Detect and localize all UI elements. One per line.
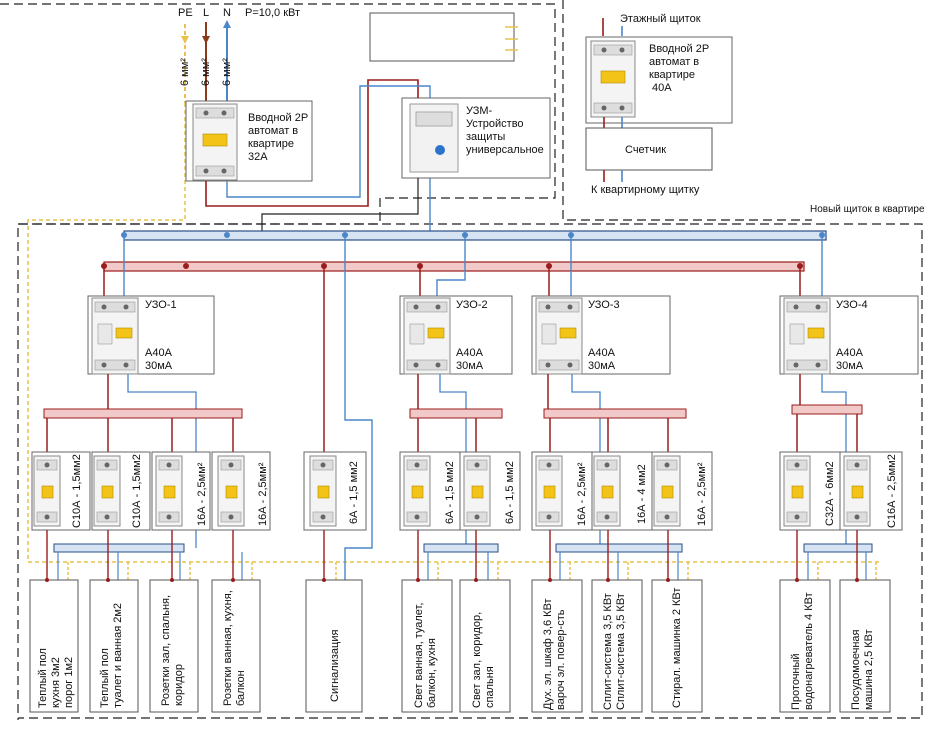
breaker-8-label: 16А - 2,5мм²: [576, 462, 588, 526]
main-breaker-line1: Вводной 2Р: [248, 112, 308, 124]
meter-label: Счетчик: [625, 144, 666, 156]
floor-breaker-line1: Вводной 2Р: [649, 43, 709, 55]
breaker-3-label: 16А - 2,5мм²: [196, 462, 208, 526]
breaker-2-label: С10А - 1,5мм2: [131, 454, 143, 528]
empty-box: [369, 12, 515, 62]
breaker-10-label: 16А - 2,5мм²: [696, 462, 708, 526]
breaker-7-label: 6А - 1,5 мм2: [504, 461, 516, 524]
pe-label: PE: [178, 7, 193, 19]
rcd-4-name: УЗО-4: [836, 299, 868, 311]
load-box-5: [305, 579, 363, 713]
phase-subbus-3: [543, 408, 687, 419]
load-7-line2: спальня: [484, 666, 496, 708]
load-10-line1: Стирал. машинка 2 КВт: [671, 588, 683, 708]
phase-subbus-4: [791, 404, 863, 415]
load-11-line2: водонагреватель 4 КВт: [803, 592, 815, 710]
load-box-3: [149, 579, 199, 713]
load-box-12: [839, 579, 891, 713]
load-1-line1: Теплый пол: [37, 648, 49, 708]
phase-bus: [103, 261, 805, 272]
floor-breaker-line3: квартире: [649, 69, 695, 81]
floor-breaker-line4: 40А: [652, 82, 672, 94]
rcd-2-leak: 30мА: [456, 360, 484, 372]
phase-subbus-1: [43, 408, 243, 419]
load-box-11: [779, 579, 831, 713]
breaker-11-label: С32А - 6мм2: [824, 461, 836, 526]
load-8-line1: Дух. эл. шкаф 3,6 КВт: [542, 598, 554, 710]
uzm-line3: защиты: [466, 131, 505, 143]
main-breaker-line4: 32А: [248, 151, 268, 163]
load-2-line2: туалет и ванная 2м2: [112, 603, 124, 708]
load-9-line2: Сплит-система 3,5 КВт: [615, 593, 627, 710]
load-12-line1: Посудомоечная: [850, 629, 862, 710]
to-panel-label: К квартирному щитку: [591, 184, 700, 196]
rcd-2-name: УЗО-2: [456, 299, 488, 311]
floor-breaker-line2: автомат в: [649, 56, 699, 68]
rcd-4-rating: А40А: [836, 347, 864, 359]
load-box-10: [651, 579, 703, 713]
floor-panel-title: Этажный щиток: [620, 13, 701, 25]
rcd-4-leak: 30мА: [836, 360, 864, 372]
neutral-subbus-3: [555, 543, 683, 553]
floor-panel-outline: [562, 0, 812, 221]
l-label: L: [203, 7, 209, 19]
breaker-6-label: 6А - 1,5 мм2: [444, 461, 456, 524]
rcd-3-name: УЗО-3: [588, 299, 620, 311]
load-2-line1: Теплый пол: [99, 648, 111, 708]
n-label: N: [223, 7, 231, 19]
load-6-line2: балкон, кухня: [426, 638, 438, 708]
load-8-line2: вароч эл. повер-сть: [555, 609, 567, 710]
load-5-line1: Сигнализация: [329, 630, 341, 702]
load-box-7: [459, 579, 511, 713]
load-6-line1: Свет ванная, туалет,: [413, 603, 425, 708]
rcd-1-rating: А40А: [145, 347, 173, 359]
load-box-4: [211, 579, 261, 713]
load-9-line1: Сплит-система 3,5 КВт: [602, 593, 614, 710]
breaker-9-label: 16А - 4 мм2: [636, 464, 648, 524]
load-box-1: [29, 579, 79, 713]
neutral-subbus-2: [423, 543, 499, 553]
load-1-line3: порог 1м2: [63, 657, 75, 708]
rcd-3-rating: А40А: [588, 347, 616, 359]
uzm-line4: универсальное: [466, 144, 544, 156]
load-box-9: [591, 579, 643, 713]
load-3-line2: коридор: [173, 664, 185, 706]
load-box-2: [89, 579, 139, 713]
main-breaker-line2: автомат в: [248, 125, 298, 137]
load-11-line1: Проточный: [790, 653, 802, 710]
n-wire-size: 6 мм²: [221, 58, 233, 86]
load-1-line2: кухня 3м2: [50, 657, 62, 708]
load-3-line1: Розетки зал, спальня,: [160, 595, 172, 706]
phase-subbus-2: [409, 408, 503, 419]
rcd-3-leak: 30мА: [588, 360, 616, 372]
breaker-row: [31, 451, 903, 531]
uzm-line2: Устройство: [466, 118, 524, 130]
breaker-1-label: С10А - 1,5мм2: [71, 454, 83, 528]
rcd-1-leak: 30мА: [145, 360, 173, 372]
breaker-12-label: С16А - 2,5мм2: [886, 454, 898, 528]
uzm-line1: УЗМ-: [466, 105, 493, 117]
breaker-5-label: 6А - 1,5 мм2: [348, 461, 360, 524]
rcd-2-rating: А40А: [456, 347, 484, 359]
power-label: P=10,0 кВт: [245, 7, 300, 19]
load-4-line1: Розетки ванная, кухня,: [222, 590, 234, 706]
main-breaker-line3: квартире: [248, 138, 294, 150]
old-panel-outline: [0, 3, 556, 720]
new-panel-label-bg: [806, 201, 930, 215]
load-7-line1: Свет зал, коридор,: [471, 612, 483, 708]
meter-box: [585, 127, 713, 171]
load-12-line2: машина 2,5 КВт: [863, 629, 875, 710]
rcd-1-name: УЗО-1: [145, 299, 177, 311]
new-panel-outline: [18, 223, 923, 719]
l-wire-size: 6 мм²: [200, 58, 212, 86]
pe-wire-size: 6 мм²: [179, 58, 191, 86]
load-box-6: [401, 579, 453, 713]
neutral-subbus-4: [803, 543, 873, 553]
load-box-8: [531, 579, 583, 713]
new-panel-label: Новый щиток в квартире: [810, 204, 925, 215]
load-4-line2: балкон: [235, 670, 247, 706]
neutral-subbus-1: [53, 543, 185, 553]
breaker-4-label: 16А - 2,5мм²: [257, 462, 269, 526]
